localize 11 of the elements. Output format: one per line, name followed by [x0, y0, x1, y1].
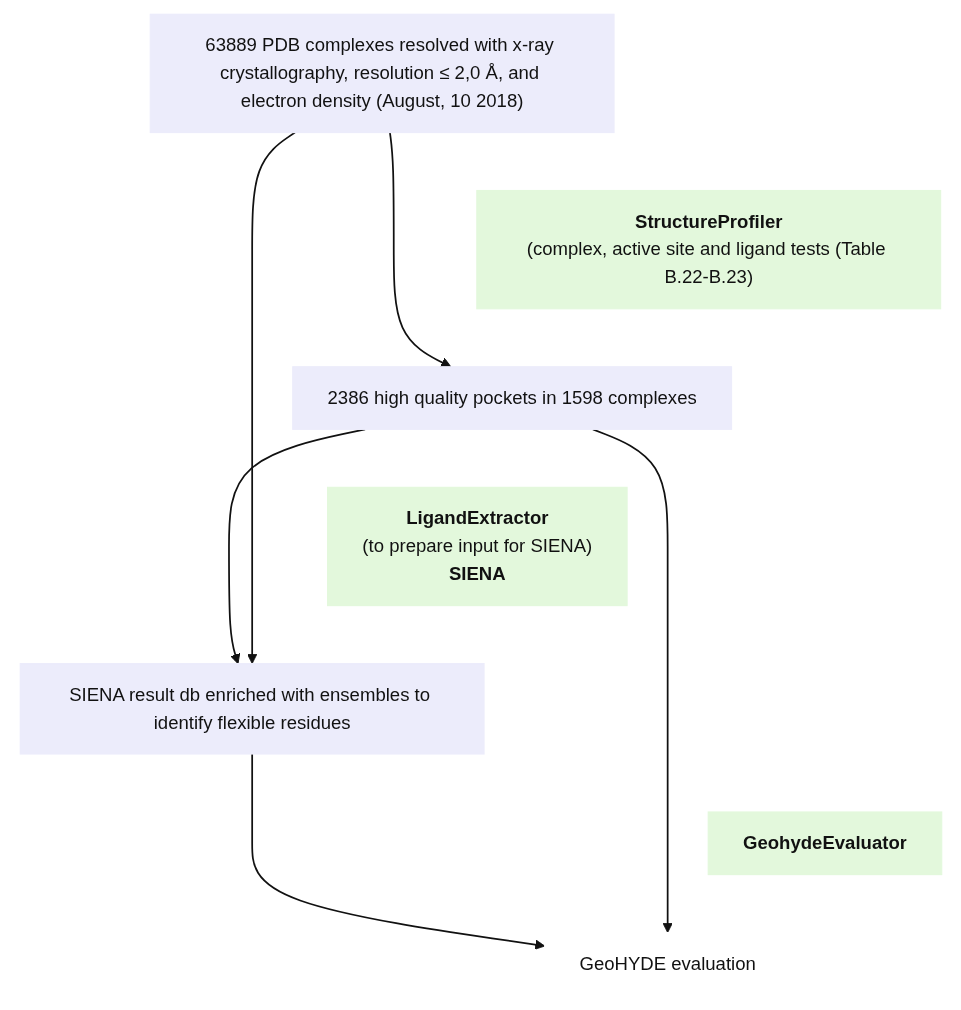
node-text: GeoHYDE evaluation [578, 953, 756, 974]
node-box: 2386 high quality pockets in 1598 complexes [291, 366, 732, 431]
node-box: GeohydeEvaluator [707, 811, 942, 876]
node-box: SIENA result db enriched with ensembles to identify flexible residues [19, 663, 485, 755]
node-box: StructureProfiler (complex, active site and ligand tests (Table B.22-B.23) [475, 190, 941, 310]
arrow [246, 131, 296, 665]
arrow [250, 753, 545, 950]
arrow [591, 428, 673, 934]
node-box: 63889 PDB complexes resolved with x-ray crystallography, resolution ≤ 2,0 Å, and electron density (August, 10 2018) [149, 13, 615, 134]
arrow [388, 131, 451, 368]
node-box: LigandExtractor (to prepare input for SIENA) SIENA [326, 487, 628, 607]
